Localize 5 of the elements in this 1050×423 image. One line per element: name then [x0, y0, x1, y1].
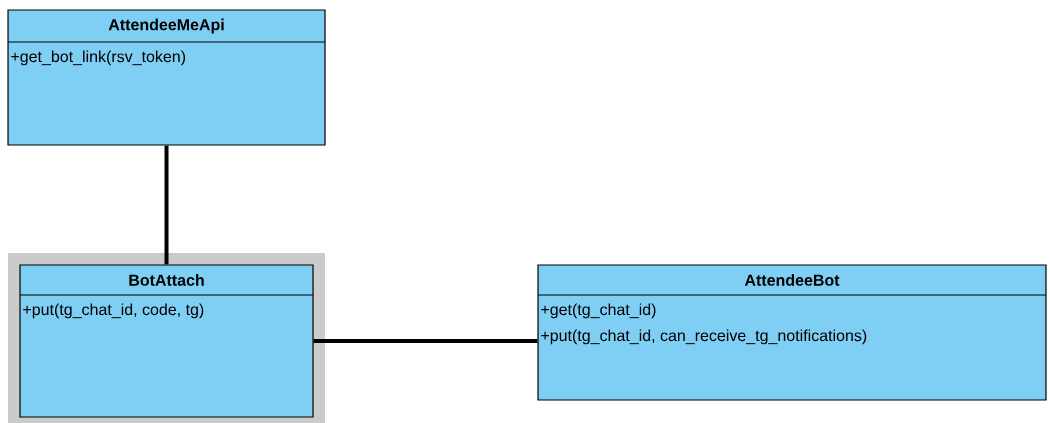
association-line — [164, 145, 169, 265]
class-box: AttendeeBot +get(tg_chat_id) +put(tg_chat_id, can_receive_tg_notifications) — [537, 264, 1047, 401]
association-line — [313, 339, 538, 343]
class-box: AttendeeMeApi +get_bot_link(rsv_token) — [7, 9, 326, 146]
class-box: BotAttach +put(tg_chat_id, code, tg) — [19, 264, 314, 418]
